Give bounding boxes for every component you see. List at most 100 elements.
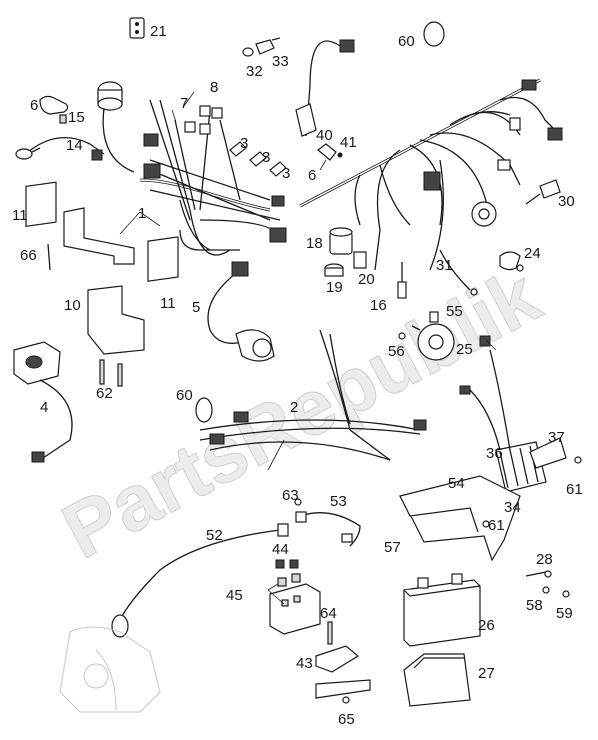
callout-2: 2	[290, 399, 298, 416]
callout-14: 14	[66, 137, 83, 154]
callout-11-left: 11	[12, 207, 28, 224]
callout-11-right: 11	[160, 295, 176, 312]
callout-7: 7	[180, 95, 188, 112]
part-55-bolt	[429, 311, 439, 323]
callout-15: 15	[68, 109, 85, 126]
part-61-screw-b	[482, 520, 490, 528]
callout-40: 40	[316, 127, 333, 144]
callout-62: 62	[96, 385, 113, 402]
callout-65: 65	[338, 711, 355, 728]
callout-60-lower: 60	[176, 387, 193, 404]
callout-59: 59	[556, 605, 573, 622]
part-66-pin	[47, 243, 51, 271]
part-62-bolts	[99, 359, 123, 387]
leader-lines	[119, 91, 497, 605]
callout-10: 10	[64, 297, 81, 314]
part-11-plate-right	[147, 236, 179, 282]
part-1-main-harness	[139, 99, 287, 256]
callout-57: 57	[384, 539, 401, 556]
callout-44: 44	[272, 541, 289, 558]
callout-25: 25	[456, 341, 473, 358]
callout-3-a: 3	[240, 135, 248, 152]
callout-5: 5	[192, 299, 200, 316]
part-5-handlebar-switch	[207, 261, 275, 362]
part-relay-coil	[97, 81, 135, 173]
callout-33: 33	[272, 53, 289, 70]
callout-61-b: 61	[488, 517, 505, 534]
part-25-horn	[411, 323, 455, 361]
callout-19: 19	[326, 279, 343, 296]
part-19-cap	[324, 263, 344, 277]
part-32-33-switch	[242, 37, 281, 57]
part-63-nut	[294, 498, 302, 506]
part-30-connector	[525, 179, 561, 205]
part-60-ring-lower	[195, 397, 213, 423]
part-20-holder	[353, 251, 367, 269]
callout-21: 21	[150, 23, 167, 40]
callout-labels: 21 60 32 33 8 6 15 7 14 3 3 3 40 41 6 11…	[12, 23, 583, 728]
part-60-ring-top	[423, 21, 445, 47]
part-43-bracket	[315, 645, 371, 699]
callout-4: 4	[40, 399, 48, 416]
part-10-plate-holder	[87, 285, 145, 355]
callout-60-top: 60	[398, 33, 415, 50]
callout-45: 45	[226, 587, 243, 604]
part-54-battery-holder	[399, 475, 521, 562]
callout-6-top: 6	[30, 97, 38, 114]
callout-53: 53	[330, 493, 347, 510]
part-6-sensor-top	[39, 95, 69, 115]
callout-64: 64	[320, 605, 337, 622]
part-40-41-clip	[317, 143, 343, 161]
part-right-harness-rail	[299, 78, 563, 271]
callout-8: 8	[210, 79, 218, 96]
part-37-cover	[529, 437, 567, 469]
callout-56: 56	[388, 343, 405, 360]
part-16-bulb	[397, 262, 407, 299]
callout-28: 28	[536, 551, 553, 568]
part-24-bracket	[499, 251, 524, 272]
callout-36: 36	[486, 445, 503, 462]
part-2-sub-harness	[199, 329, 427, 461]
callout-32: 32	[246, 63, 263, 80]
callout-6-mid: 6	[308, 167, 316, 184]
callout-27: 27	[478, 665, 495, 682]
callout-24: 24	[524, 245, 541, 262]
part-11-plate-left	[25, 181, 57, 228]
part-56-screw	[398, 332, 406, 340]
part-65-nut	[342, 696, 350, 704]
callout-43: 43	[296, 655, 313, 672]
part-44-terminals	[275, 559, 299, 569]
part-27-battery-case	[403, 653, 471, 707]
callout-31: 31	[436, 257, 453, 274]
part-59-screw	[562, 590, 570, 598]
callout-30: 30	[558, 193, 575, 210]
callout-52: 52	[206, 527, 223, 544]
callout-55: 55	[446, 303, 463, 320]
part-bracket-harness-mount	[63, 207, 135, 265]
callout-18: 18	[306, 235, 323, 252]
part-14-sensor-cable	[15, 137, 105, 161]
part-53-starter-cable	[295, 511, 361, 547]
part-upper-lead	[295, 39, 355, 137]
callout-20: 20	[358, 271, 375, 288]
part-52-ground-cable	[111, 523, 289, 638]
callout-41: 41	[340, 134, 357, 151]
part-28-lead	[525, 570, 552, 578]
part-58-nut	[542, 586, 550, 594]
callout-3-c: 3	[282, 165, 290, 182]
part-gear-plug	[471, 201, 497, 227]
callout-16: 16	[370, 297, 387, 314]
faint-engine-outline	[59, 626, 161, 713]
callout-3-b: 3	[262, 149, 270, 166]
part-4-switch-unit	[13, 341, 73, 463]
callout-26: 26	[478, 617, 495, 634]
callout-66: 66	[20, 247, 37, 264]
callout-37: 37	[548, 429, 565, 446]
callout-58: 58	[526, 597, 543, 614]
callout-63: 63	[282, 487, 299, 504]
callout-1: 1	[138, 205, 146, 222]
part-26-battery	[403, 573, 481, 647]
part-18-flasher	[329, 227, 353, 255]
part-61-screw-a	[574, 456, 582, 464]
